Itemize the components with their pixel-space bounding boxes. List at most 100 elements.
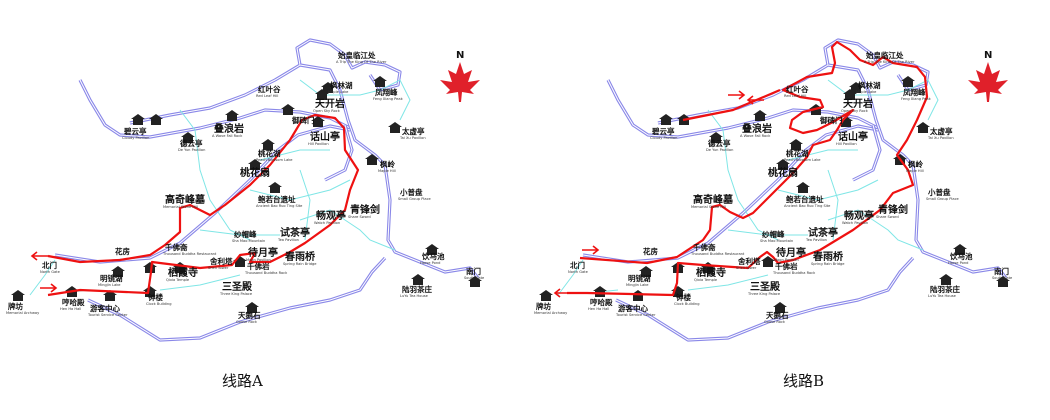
poi-name-en: Moon Pavilion	[246, 258, 271, 262]
poi-name-en: North Gate	[568, 270, 589, 274]
poi-name-en: Thousand Buddha Rock	[244, 271, 288, 275]
poi-name: 小普盘	[928, 187, 951, 197]
poi-name: 天鹅石	[238, 310, 261, 320]
poi-name: 陆羽茶庄	[930, 284, 960, 294]
direction-arrow-icon	[582, 245, 600, 255]
map-caption: 线路A	[222, 372, 263, 390]
poi-name: 三圣殿	[750, 281, 781, 293]
lake-icon	[111, 266, 125, 277]
poi-name-en: Small Group Place	[398, 197, 432, 201]
road	[615, 256, 915, 342]
pavilion-icon	[761, 256, 775, 267]
poi-name-en: Memorial Stone Hill	[691, 205, 726, 209]
poi-name: 钟楼	[676, 292, 691, 302]
bridge-icon	[677, 114, 691, 125]
pavilion-icon	[939, 274, 953, 285]
footpath	[159, 274, 241, 291]
poi-name: 千佛岩	[247, 261, 270, 271]
poi-name-en: Open Sky Rock	[313, 109, 341, 113]
lake-icon	[789, 139, 803, 150]
rock-icon	[843, 89, 857, 100]
poi-name: 青锋剑	[350, 203, 380, 216]
poi-name-en: Mingjin Lake	[98, 283, 121, 287]
poi-name: 栖霞寺	[168, 266, 198, 279]
poi-name: 纱帽峰	[234, 229, 257, 239]
compass-north-label: N	[456, 50, 464, 61]
poi-name: 南门	[466, 266, 481, 276]
poi-name: 畅观亭	[316, 209, 346, 222]
poi-name-en: Goose Rock	[236, 320, 258, 324]
poi-label: 御碑门	[819, 115, 843, 125]
poi-name-en: Peach Blossom Lake	[784, 158, 821, 162]
direction-arrow-icon	[30, 251, 48, 261]
poi-name: 鲍若台遗址	[258, 194, 296, 204]
road-center	[607, 79, 879, 138]
poi-name: 枫林湖	[858, 80, 881, 90]
compass-maple-leaf-icon: N	[440, 50, 480, 102]
footpath	[777, 179, 879, 201]
poi-name-en: Hen Ha Hall	[588, 307, 609, 311]
poi-name: 高奇峰墓	[165, 193, 206, 206]
poi-name: 千佛斋	[165, 242, 188, 252]
poi-name-en: A Wave Fall Rock	[212, 134, 243, 138]
road-center	[582, 125, 879, 263]
poi-name: 太虚亭	[930, 126, 953, 136]
poi-name: 凤翔峰	[903, 87, 926, 97]
poi-name-en: Share Sword	[348, 215, 371, 219]
poi-name-en: Share Sword	[876, 215, 899, 219]
footpath	[727, 229, 808, 236]
poi-name: 饮马池	[949, 251, 973, 261]
poi-name-en: Memorial Stone Hill	[163, 205, 198, 209]
poi-name: 红叶谷	[258, 84, 281, 94]
poi-name-en: Tea Pavilion	[805, 238, 827, 242]
poi-name-en: Thousand Buddha Restaurant	[162, 252, 217, 256]
lake-icon	[425, 244, 439, 255]
pavilion-icon	[849, 82, 863, 93]
poi-name-en: Ancient Bao Ruo Ting Site	[784, 204, 831, 208]
poi-name-en: Ancient Bao Ruo Ting Site	[256, 204, 303, 208]
poi-label: 花房	[115, 246, 130, 256]
poi-name: 春雨桥	[813, 250, 844, 263]
poi-name-en: Thousand Buddha Rock	[772, 271, 816, 275]
poi-name: 明镜湖	[100, 273, 123, 283]
poi-name-en: Peach Blossom Lake	[256, 158, 293, 162]
poi-name: 试茶亭	[280, 226, 310, 239]
poi-name-en: Hen Ha Hall	[60, 307, 81, 311]
poi-name: 千佛斋	[693, 242, 716, 252]
archway-icon	[11, 290, 25, 301]
gate-icon	[996, 276, 1010, 287]
poi-name-en: Feng Xiang Peak	[373, 97, 404, 101]
footpath	[179, 109, 251, 241]
poi-name: 明镜湖	[628, 273, 651, 283]
poi-name: 叠浪岩	[742, 122, 772, 135]
pavilion-icon	[131, 114, 145, 125]
poi-name-en: South Gate	[464, 276, 485, 280]
poi-name: 枫岭	[908, 159, 923, 169]
poi-name: 栖霞寺	[696, 266, 726, 279]
poi-name-en: Tai Xu Pavilion	[399, 136, 426, 140]
poi-name: 北门	[42, 260, 57, 270]
poi-name: 桃花湖	[786, 148, 809, 158]
